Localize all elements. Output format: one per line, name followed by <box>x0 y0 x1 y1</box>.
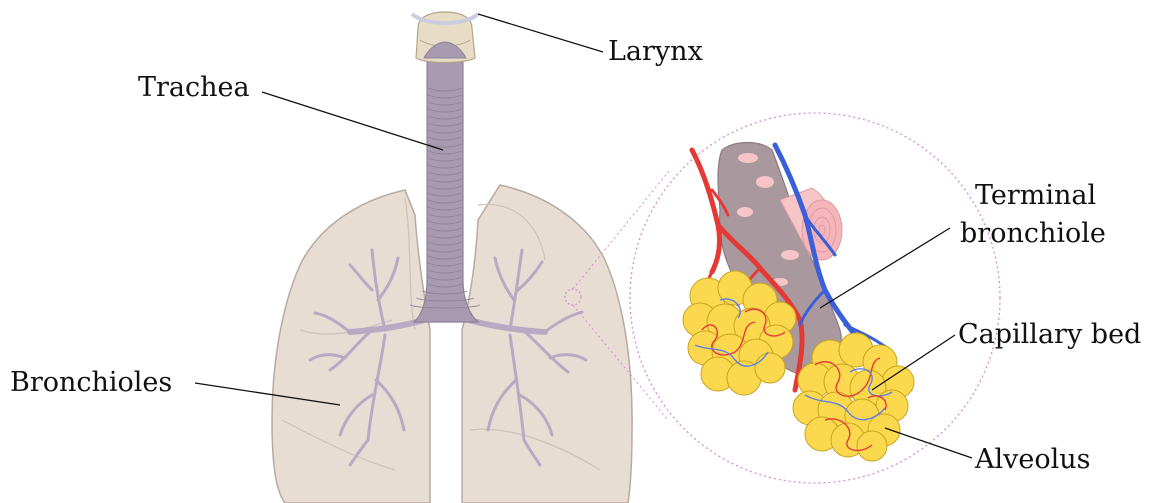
label-alveolus: Alveolus <box>974 444 1091 475</box>
larynx <box>412 12 478 63</box>
label-larynx: Larynx <box>608 36 703 67</box>
alveolus-sac <box>755 353 785 383</box>
magnified-inset <box>573 113 1000 483</box>
label-capillary-bed: Capillary bed <box>958 319 1141 350</box>
left-lung <box>272 190 430 503</box>
label-terminal-bronchiole-line2: bronchiole <box>960 218 1106 249</box>
label-trachea: Trachea <box>138 72 250 103</box>
label-bronchioles: Bronchioles <box>10 367 172 398</box>
label-terminal-bronchiole-line1: Terminal <box>975 180 1096 211</box>
larynx-leader <box>478 14 603 52</box>
trachea-leader <box>262 92 443 150</box>
right-lung <box>462 185 632 503</box>
alveolus-sac <box>857 431 887 461</box>
